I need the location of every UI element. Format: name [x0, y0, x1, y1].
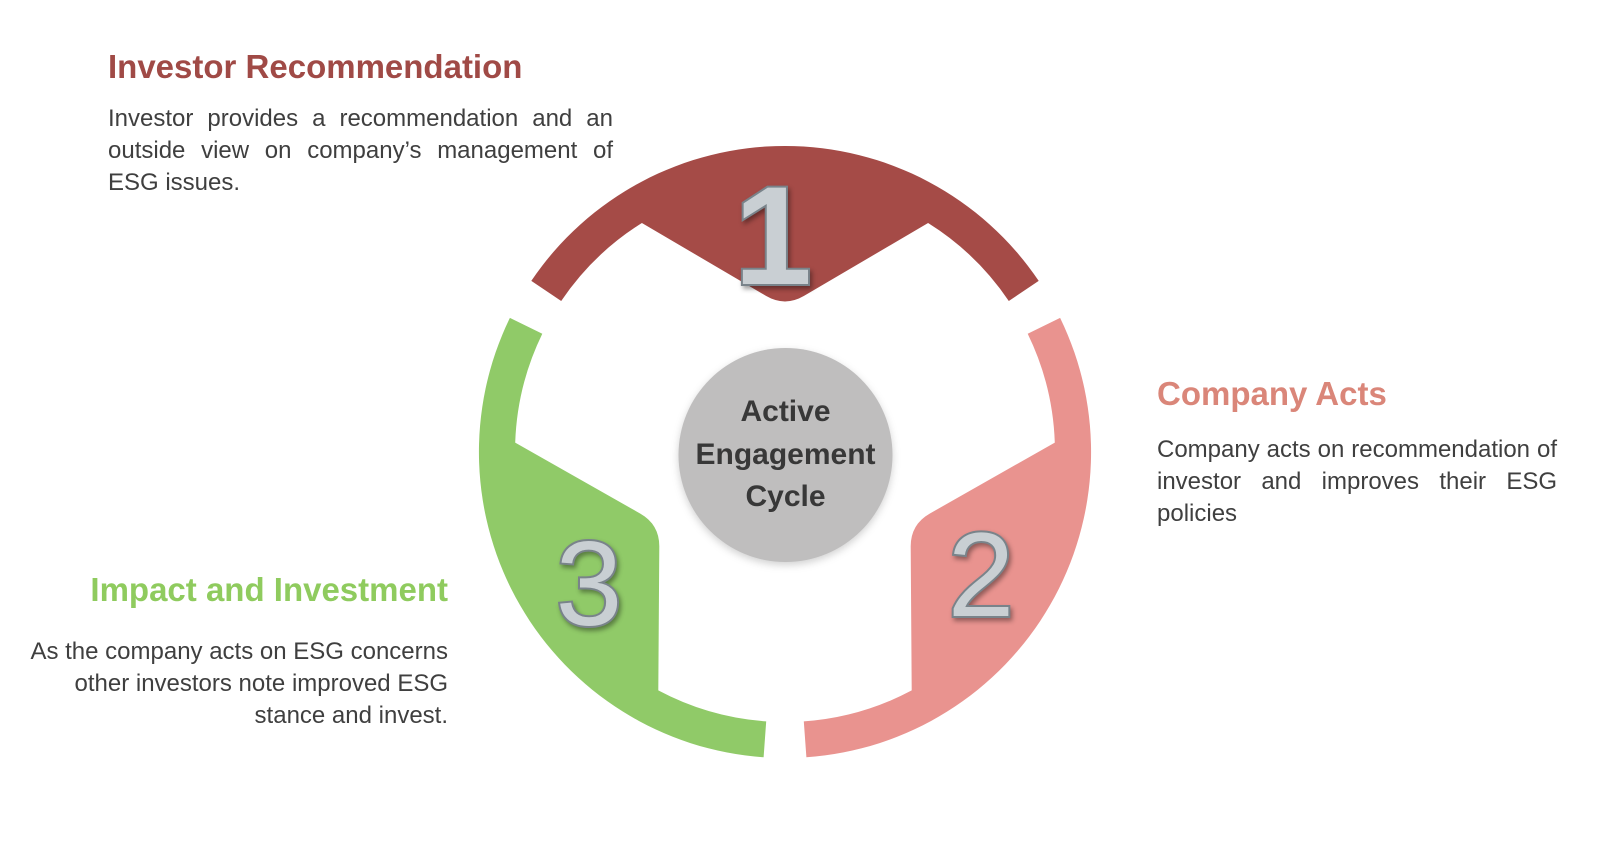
segment-1-number: 1 — [734, 157, 812, 314]
segment-1-shape — [531, 145, 1039, 302]
segment-3-shape — [478, 317, 767, 758]
segment-1-title: Investor Recommendation — [108, 48, 523, 85]
segment-2-text-block: Company Acts Company acts on recommendat… — [1157, 374, 1557, 530]
center-circle — [678, 348, 893, 562]
segment-3-text-block: Impact and Investment As the company act… — [13, 570, 448, 732]
segment-2-title: Company Acts — [1157, 375, 1387, 412]
segment-1-text-block: Investor Recommendation Investor provide… — [108, 47, 613, 199]
segment-2-description: Company acts on recommendation of invest… — [1157, 435, 1557, 527]
segment-3-title: Impact and Investment — [90, 571, 448, 608]
segment-3-description: As the company acts on ESG concerns othe… — [30, 637, 448, 729]
segment-2-shape — [803, 317, 1092, 758]
segment-3-number: 3 — [556, 517, 623, 651]
segment-1-description: Investor provides a recommendation and a… — [108, 104, 613, 196]
center-circle-label: Active Engagement Cycle — [695, 395, 876, 514]
segment-2-number: 2 — [948, 508, 1015, 642]
